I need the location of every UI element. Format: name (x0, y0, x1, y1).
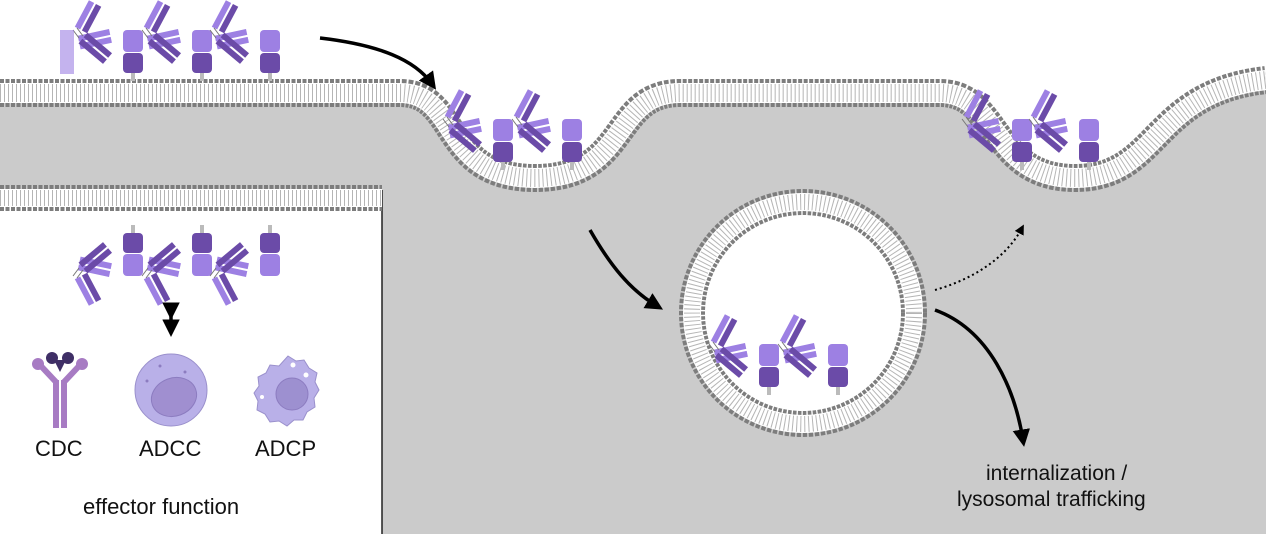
cdc-label: CDC (35, 436, 83, 461)
adcc-label: ADCC (139, 436, 202, 461)
arrow-binding-to-pit (319, 36, 437, 90)
lysosomal-trafficking-label: lysosomal trafficking (957, 488, 1146, 511)
complement-icon (32, 352, 88, 428)
macrophage-icon (253, 355, 320, 427)
internalization-label: internalization / (986, 462, 1128, 485)
arrow-pit-to-vesicle (588, 229, 664, 310)
plasma-membrane (0, 66, 1266, 193)
antibody-cluster-surface (60, 0, 281, 82)
adcp-label: ADCP (255, 436, 317, 461)
nk-cell-icon (134, 353, 208, 427)
arrow-lysosomal (934, 308, 1030, 447)
endosome-vesicle (679, 189, 927, 437)
arrow-recycling (934, 224, 1024, 291)
effector-function-caption: effector function (83, 494, 240, 519)
